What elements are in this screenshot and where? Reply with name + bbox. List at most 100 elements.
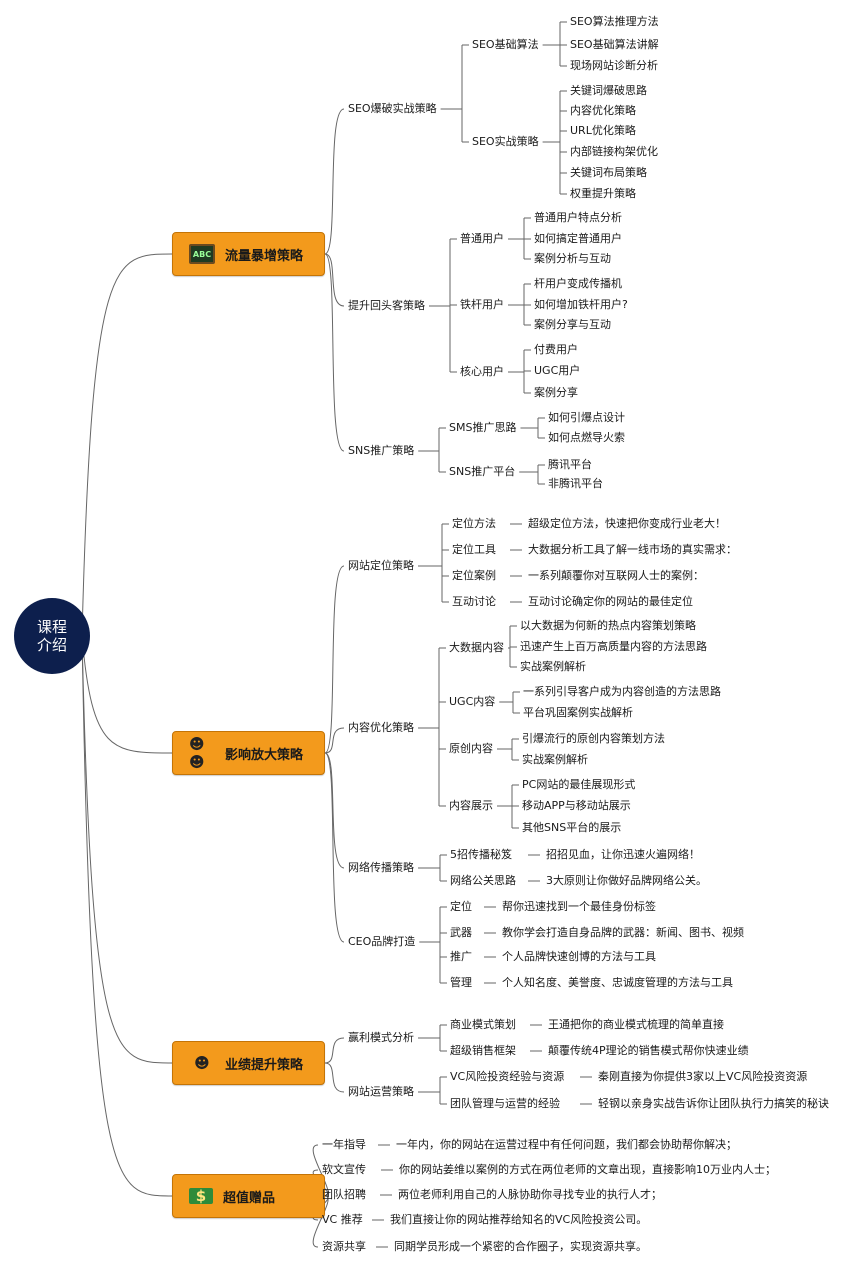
cat0-l2-2-l3-1[interactable]: SNS推广平台 xyxy=(449,465,516,478)
cat1-l2-3-l3-1[interactable]: 武器 xyxy=(450,926,472,939)
cat1-l2-0-l3-2-note[interactable]: 一系列颠覆你对互联网人士的案例： xyxy=(528,569,704,582)
cat1-l2-0[interactable]: 网站定位策略 xyxy=(348,559,414,572)
gift-note-3[interactable]: 我们直接让你的网站推荐给知名的VC风险投资公司。 xyxy=(390,1213,648,1226)
cat1-l2-3-l3-0[interactable]: 定位 xyxy=(450,900,472,913)
cat2-l2-0[interactable]: 赢利模式分析 xyxy=(348,1031,414,1044)
cat0-l2-0-l3-1-l4-2[interactable]: URL优化策略 xyxy=(570,124,636,137)
cat0-l2-0-l3-1-l4-4[interactable]: 关键词布局策略 xyxy=(570,166,647,179)
cat0-l2-0[interactable]: SEO爆破实战策略 xyxy=(348,102,437,115)
cat1-l2-3-l3-2-note[interactable]: 个人品牌快速创博的方法与工具 xyxy=(502,950,656,963)
cat0-l2-0-l3-1-l4-0[interactable]: 关键词爆破思路 xyxy=(570,84,647,97)
cat0-l2-1-l3-0[interactable]: 普通用户 xyxy=(460,232,504,245)
cat1-l2-3[interactable]: CEO品牌打造 xyxy=(348,935,416,948)
cat0-l2-1-l3-2[interactable]: 核心用户 xyxy=(460,365,504,378)
cat2-l2-1-l3-0-note[interactable]: 秦刚直接为你提供3家以上VC风险投资资源 xyxy=(598,1070,808,1083)
gift-note-1[interactable]: 你的网站姜维以案例的方式在两位老师的文章出现，直接影响10万业内人士； xyxy=(399,1163,776,1176)
cat0-l2-0-l3-0-l4-0[interactable]: SEO算法推理方法 xyxy=(570,15,659,28)
cat1-l2-1-l3-0-l4-0[interactable]: 以大数据为何新的热点内容策划策略 xyxy=(520,619,696,632)
cat1-l2-3-l3-2[interactable]: 推广 xyxy=(450,950,472,963)
cat0-l2-1[interactable]: 提升回头客策略 xyxy=(348,299,425,312)
cat1-l2-0-l3-0-note[interactable]: 超级定位方法，快速把你变成行业老大！ xyxy=(528,517,726,530)
cat1-l2-1-l3-0-l4-1[interactable]: 迅速产生上百万高质量内容的方法思路 xyxy=(520,640,707,653)
cat2-l2-1-l3-0[interactable]: VC风险投资经验与资源 xyxy=(450,1070,565,1083)
cat0-l2-0-l3-1[interactable]: SEO实战策略 xyxy=(472,135,539,148)
cat0-l2-0-l3-1-l4-1[interactable]: 内容优化策略 xyxy=(570,104,636,117)
cat2-l2-1[interactable]: 网站运营策略 xyxy=(348,1085,414,1098)
cat1-l2-0-l3-0[interactable]: 定位方法 xyxy=(452,517,496,530)
cat0-l2-2-l3-1-l4-1[interactable]: 非腾讯平台 xyxy=(548,477,603,490)
cat1-l2-0-l3-1[interactable]: 定位工具 xyxy=(452,543,496,556)
cat1-l2-2-l3-1-note[interactable]: 3大原则让你做好品牌网络公关。 xyxy=(546,874,707,887)
cat1-l2-0-l3-3-note[interactable]: 互动讨论确定你的网站的最佳定位 xyxy=(528,595,693,608)
cat1-l2-1-l3-2-l4-0[interactable]: 引爆流行的原创内容策划方法 xyxy=(522,732,665,745)
cat1-l2-1-l3-0[interactable]: 大数据内容 xyxy=(449,641,504,654)
cat1-l2-1-l3-0-l4-2[interactable]: 实战案例解析 xyxy=(520,660,586,673)
gift-note-2[interactable]: 两位老师利用自己的人脉协助你寻找专业的执行人才； xyxy=(398,1188,662,1201)
cat3-l2-3[interactable]: VC 推荐 xyxy=(322,1213,363,1226)
cat2-l2-1-l3-1[interactable]: 团队管理与运营的经验 xyxy=(450,1097,560,1110)
cat1-l2-1[interactable]: 内容优化策略 xyxy=(348,721,414,734)
cat0-l2-1-l3-0-l4-0[interactable]: 普通用户特点分析 xyxy=(534,211,622,224)
cat0-l2-0-l3-0-l4-2[interactable]: 现场网站诊断分析 xyxy=(570,59,658,72)
cat0-l2-1-l3-2-l4-0[interactable]: 付费用户 xyxy=(534,343,578,356)
category-3[interactable]: $超值赠品 xyxy=(172,1174,325,1218)
cat0-l2-1-l3-2-l4-2[interactable]: 案例分享 xyxy=(534,386,578,399)
cat2-l2-0-l3-0[interactable]: 商业模式策划 xyxy=(450,1018,516,1031)
root-node[interactable]: 课程介绍 xyxy=(14,598,90,674)
cat3-l2-0[interactable]: 一年指导 xyxy=(322,1138,366,1151)
cat1-l2-2-l3-1[interactable]: 网络公关思路 xyxy=(450,874,516,887)
cat0-l2-0-l3-1-l4-3[interactable]: 内部链接构架优化 xyxy=(570,145,658,158)
cat3-l2-2[interactable]: 团队招聘 xyxy=(322,1188,366,1201)
cat0-l2-1-l3-1-l4-1[interactable]: 如何增加铁杆用户? xyxy=(534,298,628,311)
cat0-l2-2[interactable]: SNS推广策略 xyxy=(348,444,415,457)
cat0-l2-1-l3-0-l4-2[interactable]: 案例分析与互动 xyxy=(534,252,611,265)
cat2-l2-0-l3-1[interactable]: 超级销售框架 xyxy=(450,1044,516,1057)
cat0-l2-0-l3-1-l4-5[interactable]: 权重提升策略 xyxy=(570,187,636,200)
cat1-l2-0-l3-3[interactable]: 互动讨论 xyxy=(452,595,496,608)
cat0-l2-2-l3-0-l4-1[interactable]: 如何点燃导火索 xyxy=(548,431,625,444)
cat2-l2-1-l3-1-note[interactable]: 轻钢以亲身实战告诉你让团队执行力搞笑的秘诀 xyxy=(598,1097,829,1110)
cat0-l2-2-l3-0[interactable]: SMS推广思路 xyxy=(449,421,517,434)
cat2-l2-0-l3-0-note[interactable]: 王通把你的商业模式梳理的简单直接 xyxy=(548,1018,724,1031)
cat1-l2-0-l3-2[interactable]: 定位案例 xyxy=(452,569,496,582)
cat0-l2-1-l3-1-l4-2[interactable]: 案例分享与互动 xyxy=(534,318,611,331)
cat0-l2-1-l3-2-l4-1[interactable]: UGC用户 xyxy=(534,364,581,377)
cat0-l2-2-l3-0-l4-0[interactable]: 如何引爆点设计 xyxy=(548,411,625,424)
cat1-l2-1-l3-2[interactable]: 原创内容 xyxy=(449,742,493,755)
cat1-l2-1-l3-3-l4-1[interactable]: 移动APP与移动站展示 xyxy=(522,799,631,812)
cat1-l2-3-l3-1-note[interactable]: 教你学会打造自身品牌的武器：新闻、图书、视频 xyxy=(502,926,744,939)
category-label: 超值赠品 xyxy=(223,1190,276,1206)
cat1-l2-1-l3-2-l4-1[interactable]: 实战案例解析 xyxy=(522,753,588,766)
cat1-l2-2[interactable]: 网络传播策略 xyxy=(348,861,414,874)
cat2-to-l2-1 xyxy=(324,1062,345,1093)
cat1-l2-3-l3-3-note[interactable]: 个人知名度、美誉度、忠诚度管理的方法与工具 xyxy=(502,976,733,989)
cat0-l2-1-l3-0-l4-1[interactable]: 如何搞定普通用户 xyxy=(534,232,622,245)
cat1-l2-3-l3-3[interactable]: 管理 xyxy=(450,976,472,989)
cat1-l2-0-l3-1-note[interactable]: 大数据分析工具了解一线市场的真实需求： xyxy=(528,543,737,556)
root-label: 课程介绍 xyxy=(36,618,67,654)
cat3-l2-1[interactable]: 软文宣传 xyxy=(322,1163,366,1176)
cat1-l2-1-l3-3-l4-2[interactable]: 其他SNS平台的展示 xyxy=(522,821,622,834)
cat0-l2-2-l3-1-l4-0[interactable]: 腾讯平台 xyxy=(548,458,592,471)
cat1-l2-3-l3-0-note[interactable]: 帮你迅速找到一个最佳身份标签 xyxy=(502,900,656,913)
gift-note-0[interactable]: 一年内，你的网站在运营过程中有任何问题，我们都会协助帮你解决； xyxy=(396,1138,737,1151)
cat3-l2-4[interactable]: 资源共享 xyxy=(322,1240,366,1253)
cat0-l2-0-l3-0[interactable]: SEO基础算法 xyxy=(472,38,539,51)
cat0-l2-0-l3-0-l4-1[interactable]: SEO基础算法讲解 xyxy=(570,38,659,51)
cat1-to-l2-1 xyxy=(324,727,345,754)
gift-note-4[interactable]: 同期学员形成一个紧密的合作圈子，实现资源共享。 xyxy=(394,1240,647,1253)
cat2-l2-0-l3-1-note[interactable]: 颠覆传统4P理论的销售模式帮你快速业绩 xyxy=(548,1044,749,1057)
cat1-l2-1-l3-1[interactable]: UGC内容 xyxy=(449,695,496,708)
cat0-l2-1-l3-1[interactable]: 铁杆用户 xyxy=(460,298,504,311)
cat0-l2-1-l3-1-l4-0[interactable]: 杆用户变成传播机 xyxy=(534,277,622,290)
team-people-icon: ☻☻ xyxy=(189,735,205,771)
cat1-l2-2-l3-0[interactable]: 5招传播秘笈 xyxy=(450,848,512,861)
cat1-l2-1-l3-1-l4-1[interactable]: 平台巩固案例实战解析 xyxy=(523,706,633,719)
cat1-l2-1-l3-1-l4-0[interactable]: 一系列引导客户成为内容创造的方法思路 xyxy=(523,685,721,698)
cat1-l2-1-l3-3[interactable]: 内容展示 xyxy=(449,799,493,812)
cat1-l2-2-l3-0-note[interactable]: 招招见血，让你迅速火遍网络！ xyxy=(546,848,700,861)
cat1-l2-1-l3-3-l4-0[interactable]: PC网站的最佳展现形式 xyxy=(522,778,636,791)
category-2[interactable]: ☻业绩提升策略 xyxy=(172,1041,325,1085)
category-1[interactable]: ☻☻影响放大策略 xyxy=(172,731,325,775)
